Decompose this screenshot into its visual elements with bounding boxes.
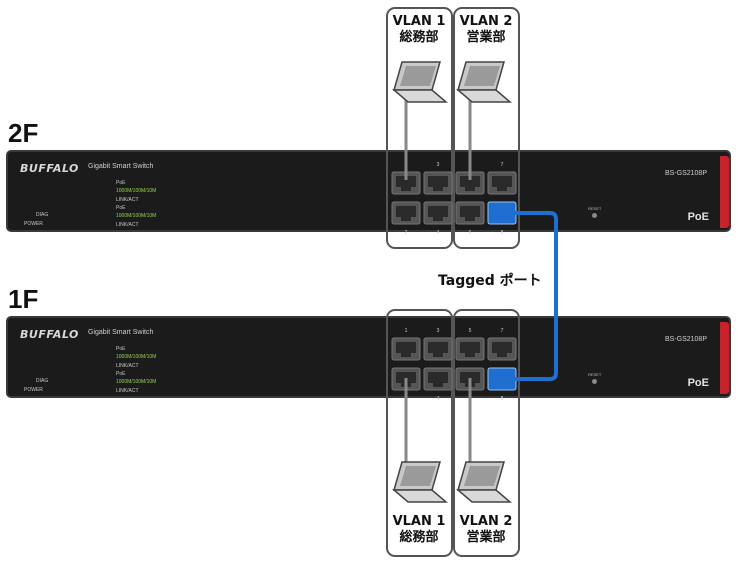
ethernet-port-icon[interactable] [455,337,485,361]
port-number-label: 8 [501,230,504,236]
port-number-label: 3 [437,162,440,168]
led-label-poe: PoE [116,180,126,186]
led-label-speed: 1000M/100M/10M [116,213,157,219]
vlan2-group-outline-bottom [453,309,520,557]
laptop-icon [393,461,447,503]
port-number-label: 7 [501,162,504,168]
poe-stripe [720,322,729,394]
ethernet-port-icon[interactable] [423,171,453,195]
port-number-label: 4 [437,396,440,402]
brand-logo: BUFFALO [20,162,79,175]
port-number-label: 7 [501,328,504,334]
led-label-diag: DIAG [36,212,49,218]
vlan-id: VLAN 2 [459,514,513,529]
floor-label-2f: 2F [8,118,39,148]
led-label-poe: PoE [116,346,126,352]
laptop-icon [457,461,511,503]
port-number-label: 8 [501,396,504,402]
switch-2f: BUFFALO Gigabit Smart Switch BS-GS2108P … [6,150,731,232]
ethernet-port-icon[interactable] [391,337,421,361]
reset-button[interactable] [592,379,597,384]
reset-button[interactable] [592,213,597,218]
ethernet-port-icon[interactable] [391,201,421,225]
port-number-label: 2 [405,230,408,236]
product-name: Gigabit Smart Switch [88,329,154,336]
reset-label: RESET [588,206,602,211]
led-label-power: POWER [24,221,43,227]
reset-label: RESET [588,372,602,377]
model-number: BS-GS2108P [664,336,707,343]
led-label-poe: PoE [116,371,126,377]
switch-1f: BUFFALO Gigabit Smart Switch BS-GS2108P … [6,316,731,398]
department-name: 営業部 [466,30,506,45]
vlan-label-bottom-left: VLAN 1 総務部 [387,514,451,546]
vlan2-group-outline-top [453,7,520,249]
vlan-id: VLAN 1 [392,14,446,29]
led-label-link: LINK/ACT [116,363,139,369]
laptop-icon [393,61,447,103]
poe-badge: PoE [687,377,709,389]
department-name: 総務部 [399,30,439,45]
led-label-power: POWER [24,387,43,393]
vlan-id: VLAN 2 [459,14,513,29]
led-label-speed: 1000M/100M/10M [116,354,157,360]
led-label-diag: DIAG [36,378,49,384]
ethernet-port-icon[interactable] [423,201,453,225]
port-number-label: 3 [437,328,440,334]
vlan-label-bottom-right: VLAN 2 営業部 [454,514,518,546]
product-name: Gigabit Smart Switch [88,163,154,170]
vlan1-group-outline-top [386,7,453,249]
port-number-label: 1 [405,328,408,334]
ethernet-port-icon[interactable] [487,171,517,195]
model-number: BS-GS2108P [664,170,707,177]
vlan-id: VLAN 1 [392,514,446,529]
department-name: 営業部 [466,530,506,545]
tagged-port-label: Tagged ポート [438,273,542,289]
ethernet-port-icon[interactable] [423,367,453,391]
poe-stripe [720,156,729,228]
ethernet-port-icon[interactable] [487,337,517,361]
poe-badge: PoE [687,211,709,223]
led-label-link: LINK/ACT [116,197,139,203]
led-label-link: LINK/ACT [116,388,139,394]
brand-logo: BUFFALO [20,328,79,341]
port-number-label: 6 [469,230,472,236]
port-number-label: 4 [437,230,440,236]
vlan-label-top-right: VLAN 2 営業部 [454,14,518,46]
port-number-label: 5 [469,328,472,334]
vlan1-group-outline-bottom [386,309,453,557]
ethernet-port-icon[interactable] [455,201,485,225]
tagged-trunk-cable [504,211,558,381]
vlan-label-top-left: VLAN 1 総務部 [387,14,451,46]
floor-label-1f: 1F [8,284,39,314]
led-label-poe: PoE [116,205,126,211]
laptop-icon [457,61,511,103]
led-label-speed: 1000M/100M/10M [116,379,157,385]
led-label-speed: 1000M/100M/10M [116,188,157,194]
led-label-link: LINK/ACT [116,222,139,228]
ethernet-port-icon[interactable] [423,337,453,361]
department-name: 総務部 [399,530,439,545]
